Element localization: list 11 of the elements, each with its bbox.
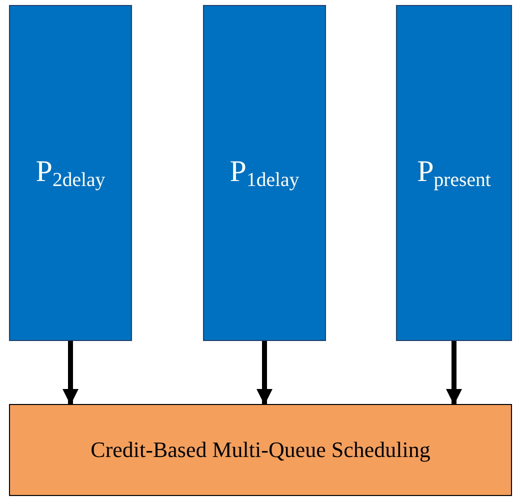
arrow	[256, 341, 272, 405]
queue-label: P$_{1delay}$	[230, 154, 300, 192]
queue-block	[9, 5, 132, 341]
scheduler-box	[9, 404, 512, 496]
queue-label: P$_{present}$	[417, 154, 491, 192]
scheduler-label: Credit-Based Multi-Queue Scheduling	[90, 436, 430, 464]
queue-label: P$_{2delay}$	[36, 154, 106, 192]
queue-block	[396, 5, 512, 341]
arrow	[62, 341, 78, 405]
queue-block	[203, 5, 326, 341]
arrow	[446, 341, 462, 405]
